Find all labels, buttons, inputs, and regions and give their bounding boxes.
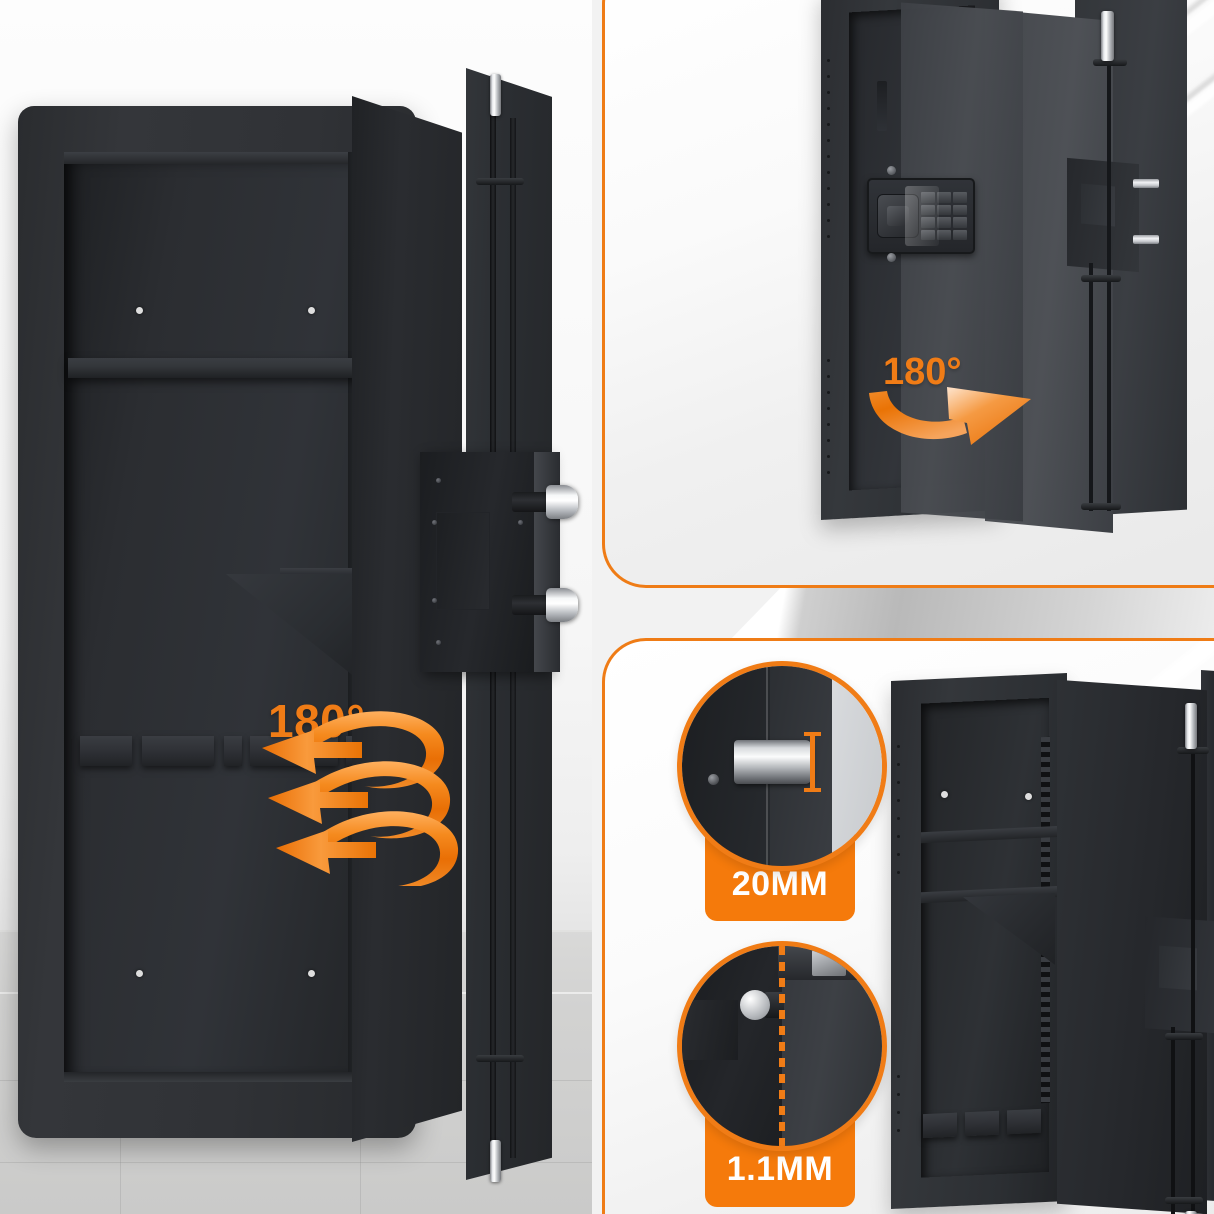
lock-rod xyxy=(1089,263,1093,511)
rotation-label-top-right: 180° xyxy=(883,351,962,393)
steel-wall-section-icon xyxy=(740,990,770,1020)
curved-arrow-icon xyxy=(869,387,1031,445)
gun-rack-arm xyxy=(280,568,366,578)
lock-rod xyxy=(1107,23,1111,511)
bubble-bolt-detail xyxy=(677,661,887,871)
mounting-hole xyxy=(136,970,143,977)
hinge-pin-bottom xyxy=(1185,1211,1197,1214)
hinge-plate xyxy=(476,1055,524,1062)
thickness-measure-line xyxy=(779,946,785,1146)
hinge-pin-top xyxy=(1185,703,1197,749)
hinge-pin-top xyxy=(490,74,501,116)
bubble-steel-detail xyxy=(677,941,887,1151)
mounting-hole xyxy=(308,307,315,314)
panel-detail-callouts: 20MM 1.1MM xyxy=(602,638,1214,1214)
lock-rod xyxy=(1191,717,1195,1214)
mounting-hole xyxy=(1025,793,1032,800)
biometric-keypad[interactable] xyxy=(867,178,975,254)
keypad-glare xyxy=(905,186,939,246)
keypad-grid[interactable] xyxy=(921,192,967,240)
badge-11mm-label: 1.1MM xyxy=(726,1149,834,1188)
hinge-plate xyxy=(476,178,524,185)
panel-door-swing-view: 180° xyxy=(602,0,1214,588)
mounting-hole xyxy=(941,791,948,798)
panel-main-product-view: 180° xyxy=(0,0,592,1214)
locking-bolt xyxy=(1133,235,1159,244)
callout-steel-thickness: 1.1MM xyxy=(677,941,887,1214)
chrome-bolt-icon xyxy=(734,740,812,784)
screw-icon xyxy=(708,774,719,785)
callout-bolt-thickness: 20MM xyxy=(677,661,887,941)
fingerprint-icon[interactable] xyxy=(877,194,919,238)
locking-bolt xyxy=(1133,179,1159,188)
interior-shelf xyxy=(68,358,360,378)
locking-bolt-lower xyxy=(512,588,578,622)
panel-divider-wedge xyxy=(731,584,1214,638)
mounting-hole xyxy=(136,307,143,314)
door-edge-handle xyxy=(877,81,887,131)
locking-bolt-upper xyxy=(512,485,578,519)
hinge-pin-top xyxy=(1101,11,1114,61)
mounting-hole xyxy=(308,970,315,977)
lock-plate xyxy=(436,512,490,610)
lock-rod xyxy=(1171,1027,1175,1214)
hinge-pin-bottom xyxy=(490,1140,501,1182)
triple-curved-arrow-icon xyxy=(262,711,459,886)
